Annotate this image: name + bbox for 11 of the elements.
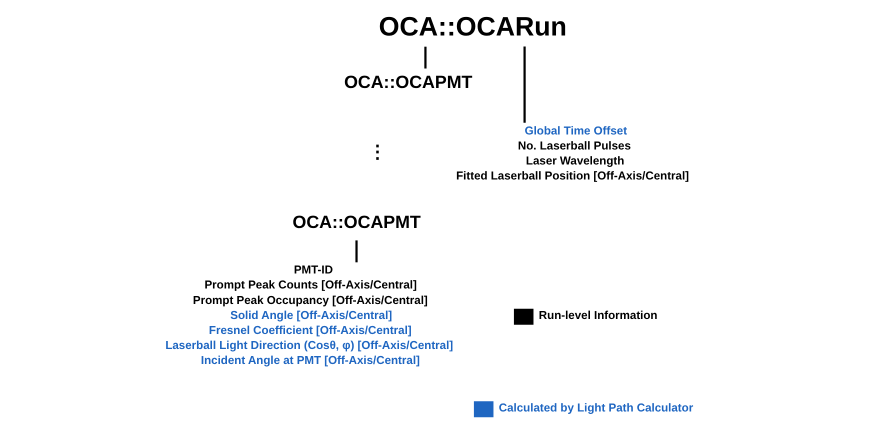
node-text: OCA::OCARun (378, 11, 566, 42)
connector (354, 240, 358, 262)
node-text: OCA::OCAPMT (344, 72, 472, 92)
node-text: Global Time Offset No. Laserball Pulses Laser Wavelength Fitted Laserball Position [Off-Axis/Central] (456, 125, 689, 183)
node-text: OCA::OCAPMT (292, 212, 420, 232)
legend-label: Run-level Information (538, 310, 658, 322)
node-text: PMT-ID Prompt Peak Counts [Off-Axis/Central] Prompt Peak Occupancy [Off-Axis/Central] Solid Angle [Off-Axis/Central] Fresnel Coefficient [Off-Axis/Central] Laserball Light Direction (Cosθ, φ) [Off-Axis/Central] Incident Angle at PMT [Off-Axis/Central] (164, 264, 453, 368)
label: ⋮ (368, 142, 386, 162)
connector (522, 46, 526, 123)
connector (424, 46, 426, 69)
legend-label: Calculated by Light Path Calculator (498, 402, 693, 414)
